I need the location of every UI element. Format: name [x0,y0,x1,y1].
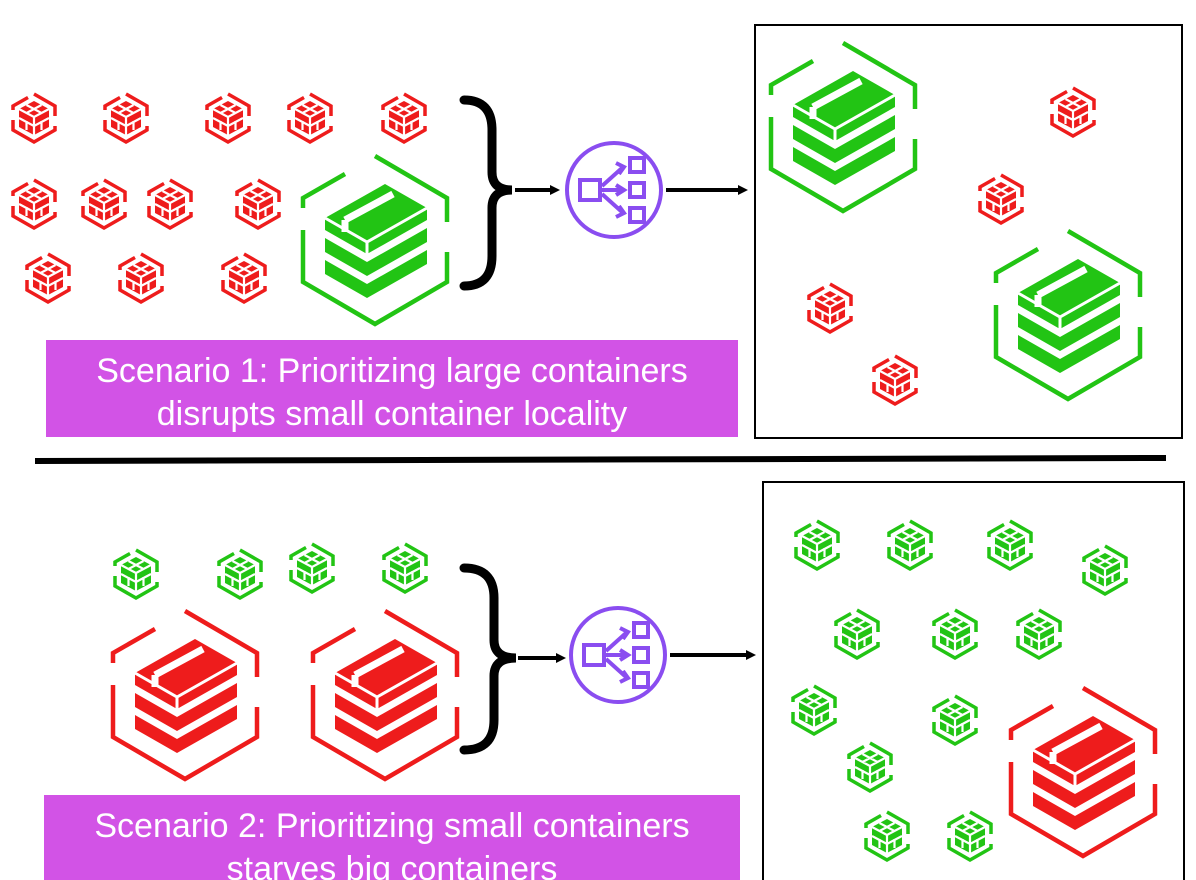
scenario-1-scheduler-icon [565,141,663,239]
small-container-icon [113,548,159,600]
small-container-icon [221,252,267,304]
scenario-2-scheduler-icon [569,606,667,704]
scenario-1-caption-box [46,340,738,437]
scenario-2-caption-line-1: Scenario 2: Prioritizing small container… [94,807,689,845]
small-container-icon [11,178,57,230]
scenario-1-caption-line-1: Scenario 1: Prioritizing large container… [96,352,688,390]
scenario-divider [34,455,1167,464]
small-container-icon [1016,608,1062,660]
scenario-2-cluster-large-container [1011,688,1155,856]
small-container-icon [791,684,837,736]
small-container-icon [834,608,880,660]
small-container-icon [382,542,428,594]
small-container-icon [887,519,933,571]
scenario-2-input-large-containers [113,611,457,779]
small-container-icon [205,92,251,144]
small-container-icon [381,92,427,144]
small-container-icon [147,178,193,230]
small-container-icon [235,178,281,230]
scenario-2-cluster-small-containers [791,519,1128,862]
small-container-icon [118,252,164,304]
small-container-icon [81,178,127,230]
scenario-2-caption-line-2: starves big containers [227,850,558,880]
small-container-icon [794,519,840,571]
small-container-icon [987,519,1033,571]
scenario-2-caption-box [44,795,740,880]
scenario-2: Scenario 2: Prioritizing small container… [44,481,1185,880]
small-container-icon [287,92,333,144]
scenario-1-large-input-container [303,156,447,324]
small-container-icon [932,608,978,660]
small-container-icon [25,252,71,304]
small-container-icon [217,548,263,600]
scenario-2-brace [459,563,517,755]
scenario-1-caption-line-2: disrupts small container locality [157,395,628,433]
scenario-1: Scenario 1: Prioritizing large container… [11,24,1183,439]
small-container-icon [864,810,910,862]
scenario-2-cluster-box [762,481,1185,880]
small-container-icon [932,694,978,746]
small-container-icon [289,542,335,594]
scenario-1-cluster-box [754,24,1183,439]
small-container-icon [103,92,149,144]
scenario-2-input-small-containers [113,542,428,600]
small-container-icon [11,92,57,144]
small-container-icon [847,741,893,793]
small-container-icon [1082,544,1128,596]
scenario-1-brace [459,95,513,291]
small-container-icon [947,810,993,862]
